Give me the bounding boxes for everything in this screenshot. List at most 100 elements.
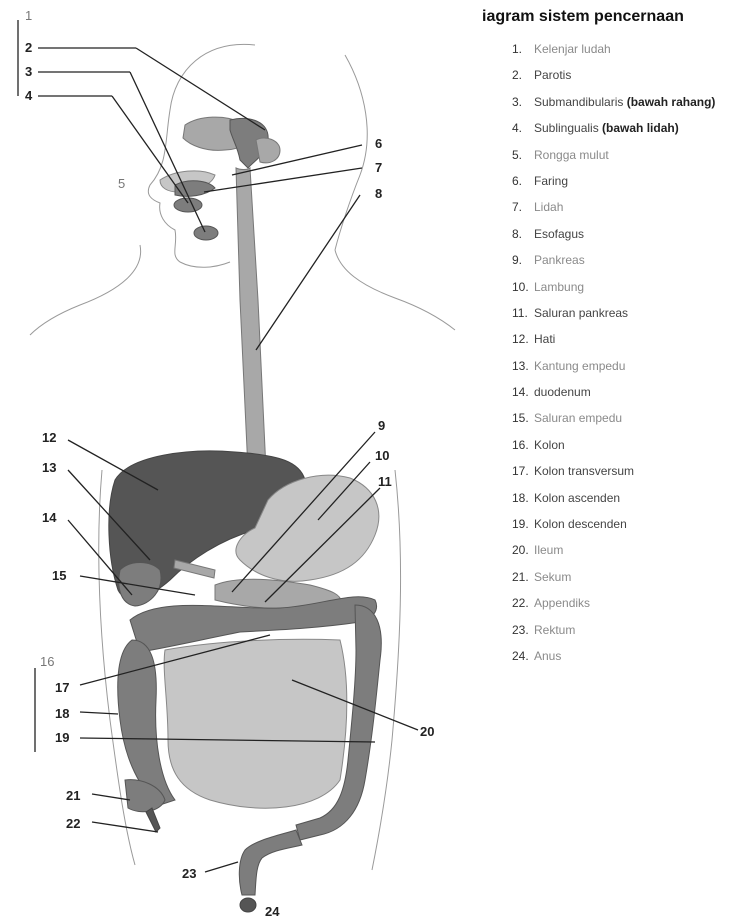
legend-item: 17.Kolon transversum bbox=[512, 464, 742, 490]
legend-item-number: 14. bbox=[512, 385, 534, 399]
callout-22: 22 bbox=[66, 816, 80, 831]
legend-item-number: 1. bbox=[512, 42, 534, 56]
legend-item-number: 11. bbox=[512, 306, 534, 320]
small-intestine bbox=[164, 639, 347, 808]
callout-23: 23 bbox=[182, 866, 196, 881]
legend-item-number: 8. bbox=[512, 227, 534, 241]
legend-item-label: Lambung bbox=[534, 280, 584, 294]
legend-item: 2.Parotis bbox=[512, 68, 742, 94]
legend-item-label: Faring bbox=[534, 174, 568, 188]
legend-item: 11.Saluran pankreas bbox=[512, 306, 742, 332]
legend-item-label: Kelenjar ludah bbox=[534, 42, 611, 56]
legend-item: 18.Kolon ascenden bbox=[512, 491, 742, 517]
legend-item-label: Kantung empedu bbox=[534, 359, 625, 373]
callout-3: 3 bbox=[25, 64, 32, 79]
legend-item: 6.Faring bbox=[512, 174, 742, 200]
legend-item-label: Anus bbox=[534, 649, 561, 663]
legend-item-number: 7. bbox=[512, 200, 534, 214]
legend-item-label: Sekum bbox=[534, 570, 571, 584]
legend-item-label: Hati bbox=[534, 332, 555, 346]
legend-item-label: Rongga mulut bbox=[534, 148, 609, 162]
callout-9: 9 bbox=[378, 418, 385, 433]
legend-item-label: duodenum bbox=[534, 385, 591, 399]
rectum bbox=[239, 830, 302, 895]
legend-item-number: 20. bbox=[512, 543, 534, 557]
legend-item-number: 16. bbox=[512, 438, 534, 452]
callout-19: 19 bbox=[55, 730, 69, 745]
legend-item-label: Kolon descenden bbox=[534, 517, 627, 531]
legend-item-number: 22. bbox=[512, 596, 534, 610]
legend-item-label: Kolon bbox=[534, 438, 565, 452]
legend-item: 23.Rektum bbox=[512, 623, 742, 649]
legend-item-label: Submandibularis bbox=[534, 95, 623, 109]
callout-4: 4 bbox=[25, 88, 33, 103]
legend-item-number: 5. bbox=[512, 148, 534, 162]
legend-item: 7.Lidah bbox=[512, 200, 742, 226]
anus bbox=[240, 898, 256, 912]
legend-item: 24.Anus bbox=[512, 649, 742, 675]
legend-item: 14.duodenum bbox=[512, 385, 742, 411]
callout-18: 18 bbox=[55, 706, 69, 721]
callout-8: 8 bbox=[375, 186, 382, 201]
legend-item-number: 17. bbox=[512, 464, 534, 478]
callout-20: 20 bbox=[420, 724, 434, 739]
legend-item-number: 6. bbox=[512, 174, 534, 188]
legend-item-number: 9. bbox=[512, 253, 534, 267]
legend-item: 15.Saluran empedu bbox=[512, 411, 742, 437]
callout-14: 14 bbox=[42, 510, 57, 525]
legend-item-label: Sublingualis bbox=[534, 121, 599, 135]
legend-item: 20.Ileum bbox=[512, 543, 742, 569]
legend-item-note: (bawah lidah) bbox=[599, 121, 679, 135]
legend-item: 22.Appendiks bbox=[512, 596, 742, 622]
callout-6: 6 bbox=[375, 136, 382, 151]
legend-item: 16.Kolon bbox=[512, 438, 742, 464]
legend-item: 13.Kantung empedu bbox=[512, 359, 742, 385]
sublingual-gland bbox=[174, 198, 202, 212]
legend-item-number: 3. bbox=[512, 95, 534, 109]
legend-title: iagram sistem pencernaan bbox=[482, 8, 742, 26]
callout-17: 17 bbox=[55, 680, 69, 695]
submandibular-gland bbox=[194, 226, 218, 240]
legend-item-number: 12. bbox=[512, 332, 534, 346]
legend-item: 5.Rongga mulut bbox=[512, 148, 742, 174]
legend-item: 12.Hati bbox=[512, 332, 742, 358]
legend-item-label: Parotis bbox=[534, 68, 571, 82]
legend-item: 21.Sekum bbox=[512, 570, 742, 596]
callout-13: 13 bbox=[42, 460, 56, 475]
callout-10: 10 bbox=[375, 448, 389, 463]
legend-item-number: 21. bbox=[512, 570, 534, 584]
gallbladder bbox=[119, 563, 161, 607]
head-organs bbox=[160, 117, 280, 240]
callout-16: 16 bbox=[40, 654, 54, 669]
legend-item: 19.Kolon descenden bbox=[512, 517, 742, 543]
legend-item-label: Pankreas bbox=[534, 253, 585, 267]
callout-15: 15 bbox=[52, 568, 66, 583]
legend-item: 1.Kelenjar ludah bbox=[512, 42, 742, 68]
callout-11: 11 bbox=[378, 474, 392, 489]
legend-item-number: 24. bbox=[512, 649, 534, 663]
legend-item: 8.Esofagus bbox=[512, 227, 742, 253]
appendix bbox=[146, 808, 160, 832]
legend-item-number: 23. bbox=[512, 623, 534, 637]
legend-item-label: Esofagus bbox=[534, 227, 584, 241]
legend-item-number: 13. bbox=[512, 359, 534, 373]
legend: iagram sistem pencernaan 1.Kelenjar luda… bbox=[482, 8, 742, 675]
legend-item-note: (bawah rahang) bbox=[623, 95, 715, 109]
legend-item-number: 2. bbox=[512, 68, 534, 82]
legend-item-number: 15. bbox=[512, 411, 534, 425]
legend-item-label: Rektum bbox=[534, 623, 575, 637]
legend-item-label: Kolon ascenden bbox=[534, 491, 620, 505]
legend-item-number: 19. bbox=[512, 517, 534, 531]
legend-item-number: 10. bbox=[512, 280, 534, 294]
callout-24: 24 bbox=[265, 904, 280, 919]
bile-duct bbox=[174, 560, 215, 578]
legend-item-label: Saluran pankreas bbox=[534, 306, 628, 320]
legend-item: 9.Pankreas bbox=[512, 253, 742, 279]
callout-7: 7 bbox=[375, 160, 382, 175]
legend-item-number: 18. bbox=[512, 491, 534, 505]
callout-2: 2 bbox=[25, 40, 32, 55]
legend-item: 4.Sublingualis (bawah lidah) bbox=[512, 121, 742, 147]
legend-item: 3.Submandibularis (bawah rahang) bbox=[512, 95, 742, 121]
legend-item-number: 4. bbox=[512, 121, 534, 135]
